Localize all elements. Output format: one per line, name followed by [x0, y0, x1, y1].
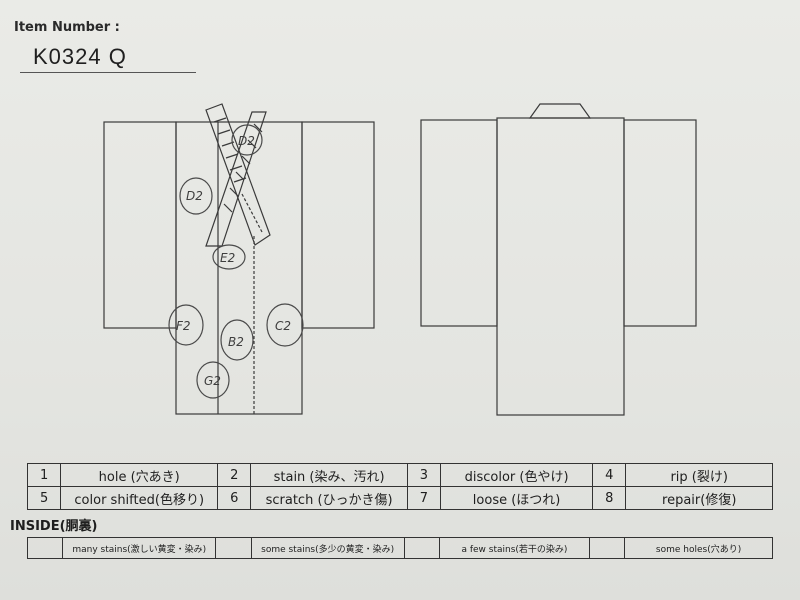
- inside-option-label: some stains(多少の黄変・染み): [250, 537, 405, 559]
- front-body: [175, 121, 303, 415]
- defect-number: 2: [217, 463, 252, 487]
- checkbox-cell[interactable]: [403, 537, 440, 559]
- annotation-circle: [179, 177, 213, 215]
- inside-option-label: a few stains(若干の染み): [438, 537, 590, 559]
- checkbox-cell[interactable]: [26, 537, 64, 559]
- defect-number: 8: [592, 486, 627, 510]
- defect-label: hole (穴あき): [60, 463, 219, 487]
- defect-label: rip (裂け): [625, 463, 773, 487]
- annotation-label: D2: [238, 134, 255, 148]
- back-left-sleeve: [420, 119, 498, 327]
- item-number-label: Item Number :: [14, 20, 120, 35]
- defect-label: loose (ほつれ): [440, 486, 594, 510]
- checkbox-cell[interactable]: [588, 537, 626, 559]
- front-right-sleeve: [301, 121, 375, 329]
- inside-lining-table: many stains(激しい黄変・染み) some stains(多少の黄変・…: [26, 537, 773, 559]
- defect-number: 3: [406, 463, 442, 487]
- annotation-circle: [196, 361, 230, 399]
- defect-number: 4: [592, 463, 627, 487]
- annotation-label: F2: [176, 319, 191, 333]
- back-collar: [528, 103, 592, 119]
- annotation-label: C2: [275, 319, 291, 333]
- defect-label: discolor (色やけ): [440, 463, 594, 487]
- item-number-underline: [20, 72, 196, 73]
- defect-label: stain (染み、汚れ): [250, 463, 408, 487]
- front-collar-overlap: [205, 111, 267, 247]
- defect-label: scratch (ひっかき傷): [250, 486, 408, 510]
- item-number-value: K0324 Q: [33, 44, 127, 69]
- table-row: many stains(激しい黄変・染み) some stains(多少の黄変・…: [26, 537, 773, 559]
- annotation-label: D2: [186, 189, 203, 203]
- annotation-label: B2: [228, 335, 244, 349]
- annotation-label: G2: [204, 374, 221, 388]
- annotation-label: E2: [220, 251, 235, 265]
- checkbox-cell[interactable]: [215, 537, 252, 559]
- annotation-circle: [212, 244, 246, 270]
- defect-number: 6: [217, 486, 252, 510]
- annotation-circle: [168, 304, 204, 346]
- defect-number: 1: [26, 463, 62, 487]
- inside-option-label: many stains(激しい黄変・染み): [62, 537, 217, 559]
- front-left-sleeve: [103, 121, 177, 329]
- front-collar-band: [205, 103, 271, 246]
- defect-label: repair(修復): [625, 486, 773, 510]
- annotation-circle: [231, 124, 263, 156]
- kimono-back-diagram: [420, 103, 697, 416]
- inside-option-label: some holes(穴あり): [624, 537, 773, 559]
- table-row: 1 hole (穴あき) 2 stain (染み、汚れ) 3 discolor …: [26, 463, 773, 487]
- back-right-sleeve: [623, 119, 697, 327]
- annotation-circle: [266, 303, 304, 347]
- annotation-circle: [220, 319, 254, 361]
- table-row: 5 color shifted(色移り) 6 scratch (ひっかき傷) 7…: [26, 486, 773, 510]
- defect-legend-table: 1 hole (穴あき) 2 stain (染み、汚れ) 3 discolor …: [26, 463, 773, 510]
- back-body: [496, 117, 625, 416]
- defect-label: color shifted(色移り): [60, 486, 219, 510]
- kimono-front-diagram: [103, 103, 375, 415]
- defect-number: 7: [406, 486, 442, 510]
- defect-number: 5: [26, 486, 62, 510]
- inside-section-title: INSIDE(胴裏): [10, 519, 98, 534]
